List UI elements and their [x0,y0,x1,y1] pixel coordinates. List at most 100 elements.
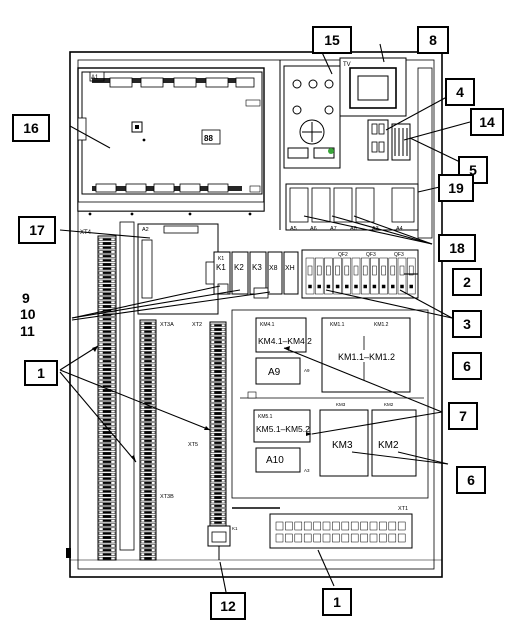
terminal-segment [102,334,112,337]
terminal-segment [144,406,152,409]
terminal-segment [102,297,112,300]
terminal-segment [214,416,222,419]
terminal-segment [144,418,152,421]
terminal-segment [102,431,112,434]
terminal-segment [102,414,112,417]
terminal-segment [214,395,222,398]
label-km5: KM5.1–KM5.2 [256,424,310,434]
terminal-segment [144,519,152,522]
label-qf2: QF2 [338,252,348,258]
terminal-segment [144,490,152,493]
terminal-segment [102,477,112,480]
terminal-segment [102,267,112,270]
terminal-segment [144,448,152,451]
terminal-segment [102,284,112,287]
terminal-segment [102,271,112,274]
terminal-segment [102,368,112,371]
callout-8: 8 [417,26,449,54]
terminal-segment [214,425,222,428]
terminal-segment [313,521,321,531]
terminal-segment [214,362,222,365]
callout-6-lower: 6 [456,466,486,494]
terminal-segment [102,528,112,531]
terminal-segment [214,467,222,470]
terminal-segment [214,441,222,444]
terminal-segment [388,521,397,531]
leader-arrowheads [92,346,312,462]
terminal-segment [408,265,414,276]
terminal-segment [214,521,222,524]
terminal-segment [102,410,112,413]
terminal-segment [214,517,222,520]
controller-board-a1: A1 88 [77,67,265,216]
terminal-segment [144,427,152,430]
label-a2: A2 [142,227,149,233]
terminal-segment [214,504,222,507]
terminal-segment [335,284,340,289]
terminal-segment [102,322,112,325]
terminal-segment [144,326,152,329]
terminal-segment [144,444,152,447]
terminal-segment [102,435,112,438]
lower-panel-zone [231,309,429,499]
terminal-segment [360,521,368,531]
terminal-segment [144,410,152,413]
terminal-segment [102,511,112,514]
terminal-segment [214,475,222,478]
terminal-segment [102,406,112,409]
terminal-segment [144,532,152,535]
terminal-segment [144,540,152,543]
terminal-segment [369,533,378,543]
terminal-segment [102,351,112,354]
label-xt1: XT1 [398,506,408,512]
relay-modules-row: A5 A6 A7 A8 A3 A4 [285,183,419,232]
label-km4-tag: KM4.1 [260,322,275,328]
callout-2: 2 [452,268,482,296]
callout-7: 7 [448,402,478,430]
terminal-segment [360,533,368,543]
terminal-segment [144,460,152,463]
terminal-segment [362,265,368,276]
callout-6-upper: 6 [452,352,482,380]
callout-15: 15 [312,26,352,54]
terminal-segment [144,431,152,434]
terminal-segment [144,393,152,396]
label-xt3a: XT3A [160,322,174,328]
terminal-segment [214,454,222,457]
callout-3: 3 [452,310,482,338]
callout-9: 9 [22,290,30,306]
label-xt2: XT2 [192,322,202,328]
terminal-segment [144,544,152,547]
terminal-segment [316,265,322,276]
terminal-segment [333,257,342,295]
terminal-segment [102,460,112,463]
label-a10: A10 [266,455,284,466]
circuit-breakers-qf: QF2 QF3 QF3 [301,249,419,299]
terminal-segment [317,284,321,289]
terminal-segment [326,284,331,289]
terminal-segment [102,364,112,367]
terminal-segment [294,521,303,531]
terminal-segment [102,385,112,388]
terminal-segment [335,265,340,276]
terminal-segment [214,433,222,436]
terminal-segment [372,265,377,276]
terminal-strip-xt4: XT4 [80,230,117,561]
terminal-segment [144,494,152,497]
transformer-tv: TV [339,57,407,117]
terminal-segment [214,357,222,360]
svg-text:88: 88 [204,134,213,143]
callout-1-left: 1 [24,360,58,386]
terminal-segment [102,376,112,379]
terminal-segment [308,284,312,289]
terminal-segment [324,257,333,295]
label-a9: A9 [268,367,281,378]
terminal-segment [102,301,112,304]
contactor-km1: KM1.1 KM1.2 KM1.1–KM1.2 [321,317,411,393]
label-a8: A8 [350,226,357,232]
callout-11: 11 [20,323,35,339]
terminal-segment [214,391,222,394]
terminal-segment [313,533,321,543]
contactor-km5: KM5.1 KM5.1–KM5.2 [253,409,311,443]
